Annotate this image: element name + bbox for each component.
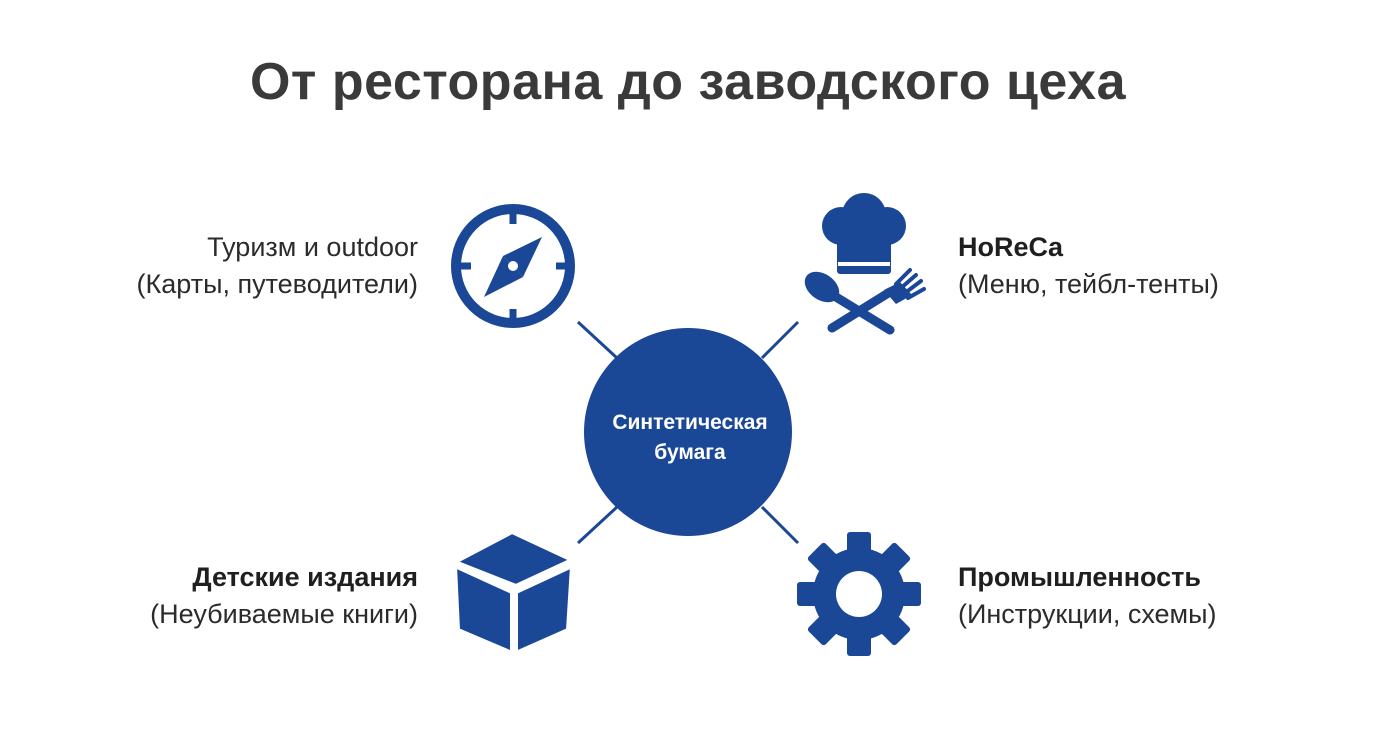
node-tourism-title: Туризм и outdoor: [207, 232, 418, 262]
center-label-line1: Синтетическая: [612, 411, 768, 434]
gear-icon: [797, 532, 921, 656]
node-kids: Детские издания (Неубиваемые книги): [150, 559, 418, 633]
page-title: От ресторана до заводского цеха: [249, 53, 1126, 111]
connector-kids: [576, 505, 619, 545]
chef-hat-cutlery-icon: [804, 193, 926, 335]
connector-tourism: [576, 320, 619, 360]
node-horeca-title: HoReCa: [958, 232, 1064, 262]
compass-icon: [451, 204, 575, 328]
node-tourism-subtitle: (Карты, путеводители): [136, 269, 418, 299]
center-label-line2: бумага: [654, 441, 726, 464]
connector-industry: [760, 505, 800, 545]
center-label: Синтетическая бумага: [590, 408, 790, 468]
node-tourism: Туризм и outdoor (Карты, путеводители): [137, 229, 418, 303]
center-circle: [584, 328, 792, 536]
node-kids-subtitle: (Неубиваемые книги): [150, 599, 418, 629]
node-horeca: HoReCa (Меню, тейбл-тенты): [958, 229, 1219, 303]
connector-horeca: [760, 320, 800, 360]
node-industry-subtitle: (Инструкции, схемы): [958, 599, 1217, 629]
node-kids-title: Детские издания: [192, 562, 418, 592]
node-industry-title: Промышленность: [958, 562, 1201, 592]
cube-icon: [453, 530, 574, 655]
node-horeca-subtitle: (Меню, тейбл-тенты): [958, 269, 1219, 299]
node-industry: Промышленность (Инструкции, схемы): [958, 559, 1217, 633]
